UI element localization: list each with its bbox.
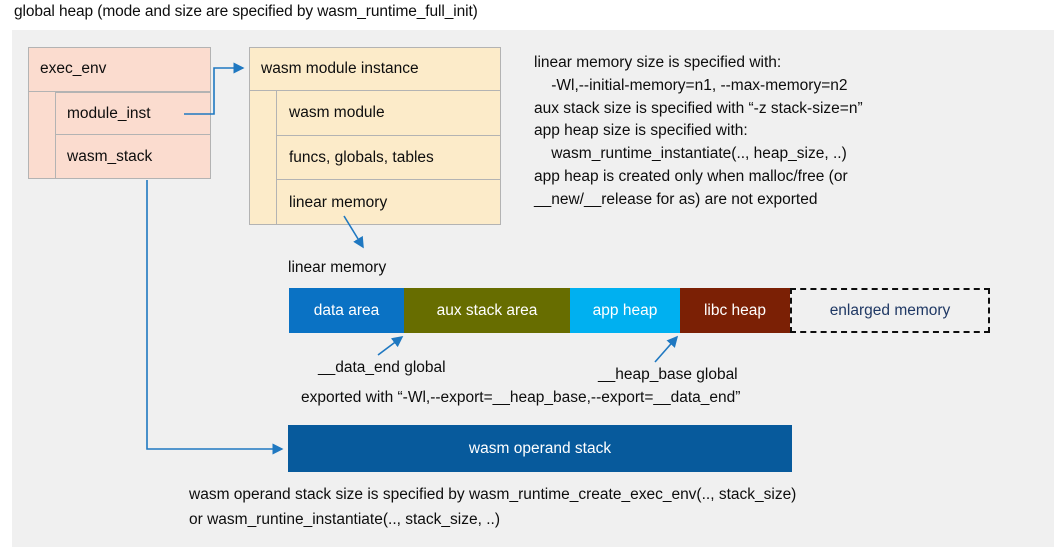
memory-segment-enlarged-memory: enlarged memory (790, 288, 990, 333)
exec-env-field-wasm-stack: wasm_stack (55, 135, 211, 179)
exec-env-box (28, 47, 211, 179)
page-title: global heap (mode and size are specified… (14, 3, 478, 20)
wasm-module-instance-box (249, 47, 501, 225)
memory-segment-data-area: data area (289, 288, 404, 333)
linear-memory-caption: linear memory (288, 259, 387, 276)
wasm-module-instance-row-wasm-module: wasm module (276, 91, 501, 136)
wasm-module-instance-row-funcs-globals-tables: funcs, globals, tables (276, 136, 501, 180)
annotation-exported-with: exported with “-Wl,--export=__heap_base,… (301, 389, 741, 406)
annotation-data-end: __data_end global (318, 359, 446, 376)
wasm-operand-stack-box: wasm operand stack (288, 425, 792, 472)
memory-segment-app-heap: app heap (570, 288, 680, 333)
linear-memory-spec-note: linear memory size is specified with: -W… (534, 54, 863, 208)
exec-env-field-module-inst: module_inst (55, 92, 211, 135)
annotation-heap-base: __heap_base global (598, 366, 738, 383)
wasm-module-instance-header: wasm module instance (249, 47, 501, 91)
memory-segment-libc-heap: libc heap (680, 288, 790, 333)
operand-stack-note: wasm operand stack size is specified by … (189, 486, 797, 528)
exec-env-header: exec_env (28, 47, 211, 92)
memory-segment-aux-stack-area: aux stack area (404, 288, 570, 333)
wasm-module-instance-row-linear-memory: linear memory (276, 180, 501, 225)
